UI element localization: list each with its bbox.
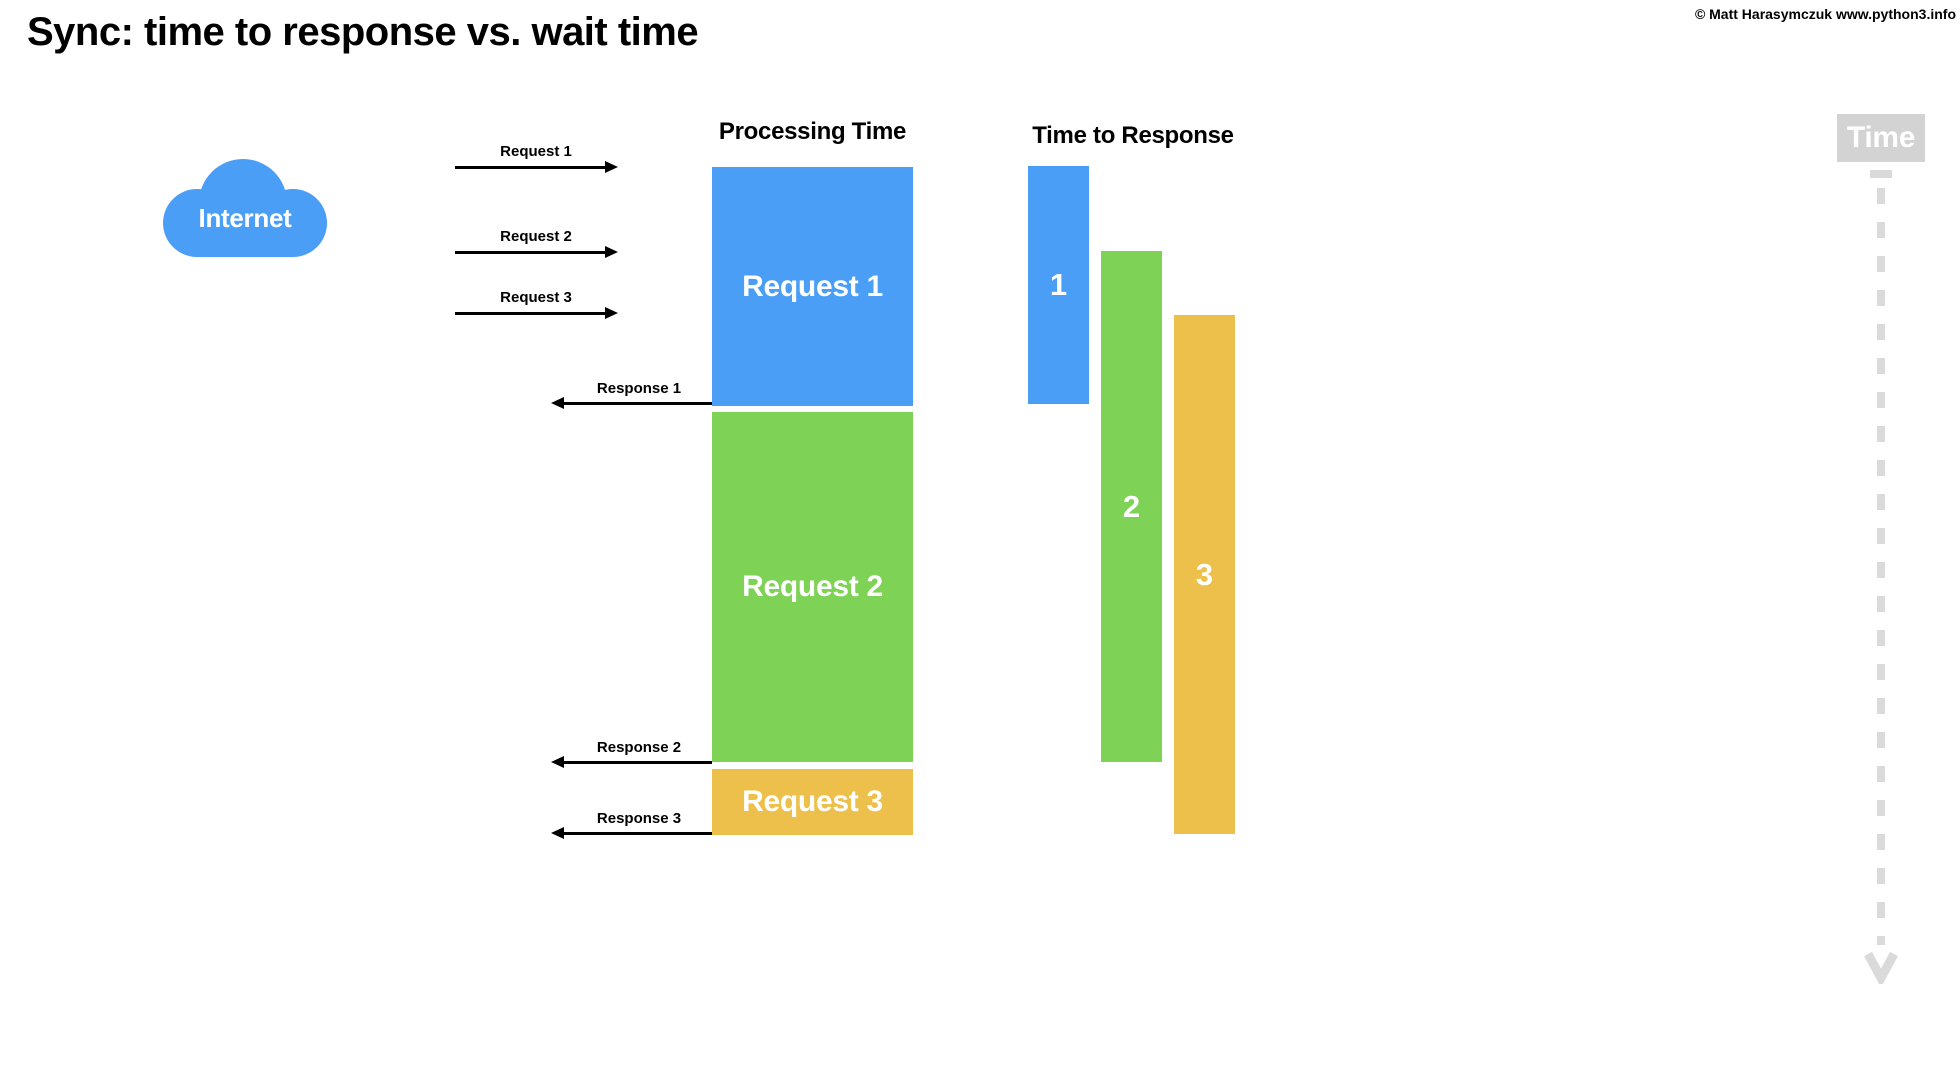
processing-block-2-label: Request 2 [742,570,883,603]
time-axis-arrowhead-icon [1864,951,1898,984]
time-axis-label: Time [1846,121,1916,154]
response-3-arrow [551,827,712,839]
request-1-label: Request 1 [500,143,572,160]
internet-label: Internet [198,203,292,233]
response-time-bar-3: 3 [1174,315,1235,834]
bar-1-label: 1 [1049,267,1068,302]
response-3-label: Response 3 [596,810,682,827]
page-title: Sync: time to response vs. wait time [27,10,699,54]
time-axis-dashed-line [1877,188,1885,945]
internet-cloud: Internet [163,159,327,257]
request-2-arrow [455,246,618,258]
response-time-bar-2: 2 [1101,251,1162,762]
processing-block-3-label: Request 3 [742,785,883,818]
request-3-arrow [455,307,618,319]
processing-time-header: Processing Time [718,118,907,145]
response-2-label: Response 2 [596,739,682,756]
request-2-label: Request 2 [500,228,572,245]
processing-block-request-1: Request 1 [712,167,913,406]
processing-block-request-3: Request 3 [712,769,913,835]
request-3-label: Request 3 [500,289,572,306]
bar-3-label: 3 [1195,556,1214,592]
request-1-arrow [455,161,618,173]
copyright-text: © Matt Harasymczuk www.python3.info [1694,6,1956,22]
cloud-icon [163,159,327,257]
processing-block-request-2: Request 2 [712,412,913,762]
response-1-arrow [551,397,712,409]
processing-block-1-label: Request 1 [742,269,883,303]
bar-2-label: 2 [1122,488,1141,524]
time-axis-label-box: Time [1837,114,1925,162]
response-time-bar-1: 1 [1028,166,1089,404]
time-axis-start-tick [1870,170,1892,178]
time-to-response-header: Time to Response [1032,122,1234,149]
response-1-label: Response 1 [596,380,682,397]
response-2-arrow [551,756,712,768]
